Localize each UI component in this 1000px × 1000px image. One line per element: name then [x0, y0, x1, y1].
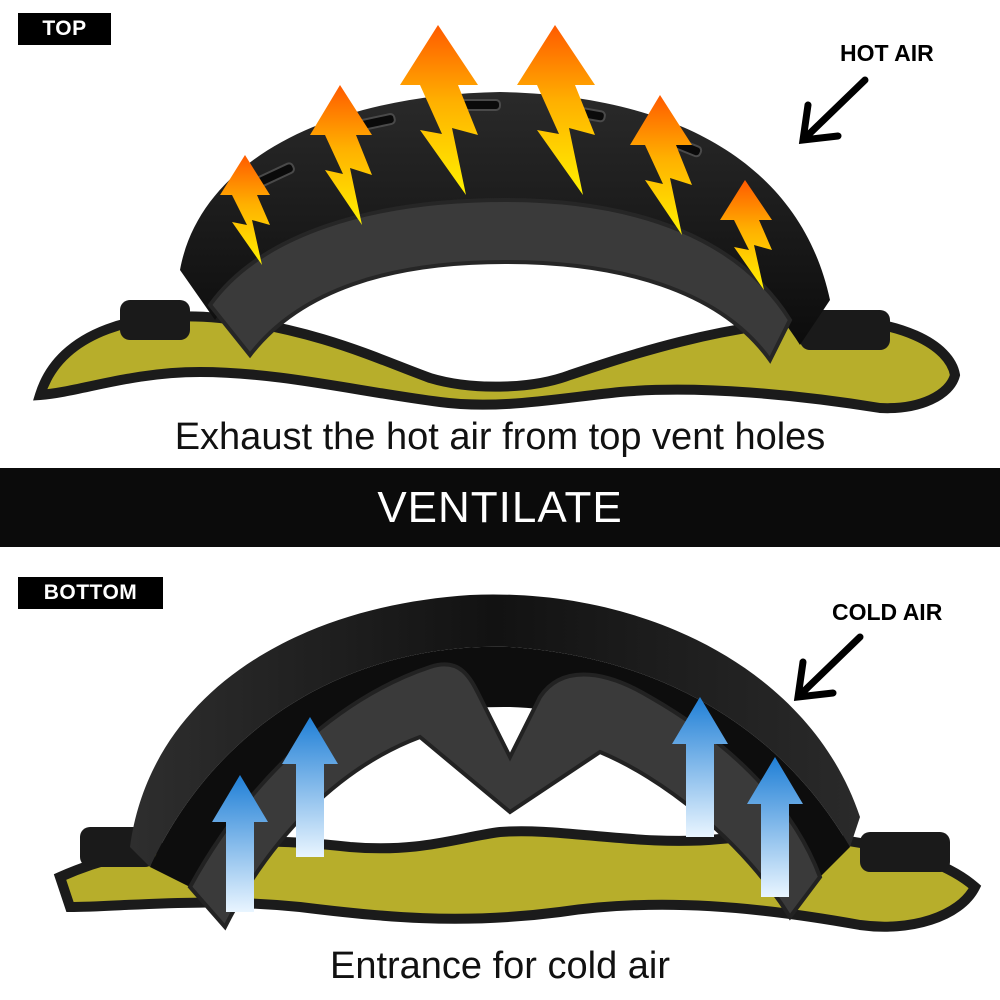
- bottom-view-panel: BOTTOM COLD AIR Entrance for cold air: [0, 547, 1000, 1000]
- right-buckle: [860, 832, 950, 872]
- pointer-arrow-icon: [793, 633, 864, 701]
- left-buckle: [120, 300, 190, 340]
- goggle-lens: [150, 646, 850, 887]
- top-caption: Exhaust the hot air from top vent holes: [174, 416, 826, 458]
- hot-air-label: HOT AIR: [840, 40, 934, 66]
- top-view-panel: TOP HOT AIR Exhaust the hot air from top…: [0, 0, 1000, 468]
- airflow-up-arrow-icon: [212, 697, 803, 912]
- goggle-shell: [130, 594, 860, 867]
- foam-band: [207, 197, 793, 364]
- right-buckle: [800, 310, 890, 350]
- goggle-top-view-image: [33, 25, 961, 414]
- pointer-arrow-icon: [798, 76, 869, 144]
- cold-air-label: COLD AIR: [832, 599, 943, 625]
- strap: [33, 311, 961, 414]
- goggle-bottom-view-image: [53, 594, 982, 932]
- bottom-caption: Entrance for cold air: [329, 945, 671, 987]
- heat-wave-arrow-icon: [220, 25, 772, 290]
- ventilate-banner: VENTILATE: [0, 468, 1000, 547]
- bottom-view-tag: BOTTOM: [18, 577, 163, 609]
- top-view-tag: TOP: [18, 13, 111, 45]
